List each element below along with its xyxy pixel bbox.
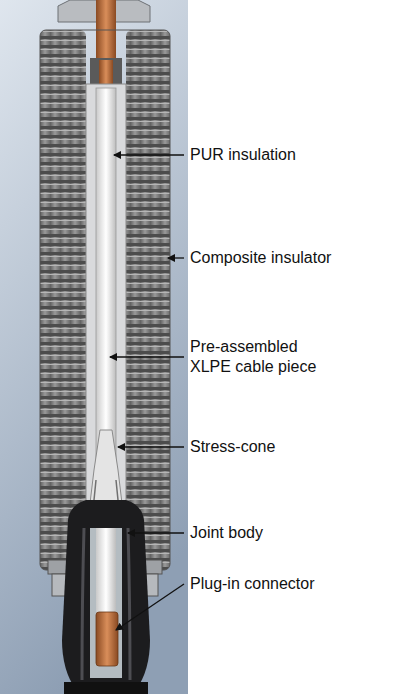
part-label: PUR insulation xyxy=(190,145,390,165)
part-label: Stress-cone xyxy=(190,437,390,457)
leader-lines xyxy=(110,155,184,630)
part-label: Joint body xyxy=(190,523,390,543)
part-label: Pre-assembled XLPE cable piece xyxy=(190,337,320,377)
part-label: Composite insulator xyxy=(190,248,390,268)
part-label: Plug-in connector xyxy=(190,574,390,594)
